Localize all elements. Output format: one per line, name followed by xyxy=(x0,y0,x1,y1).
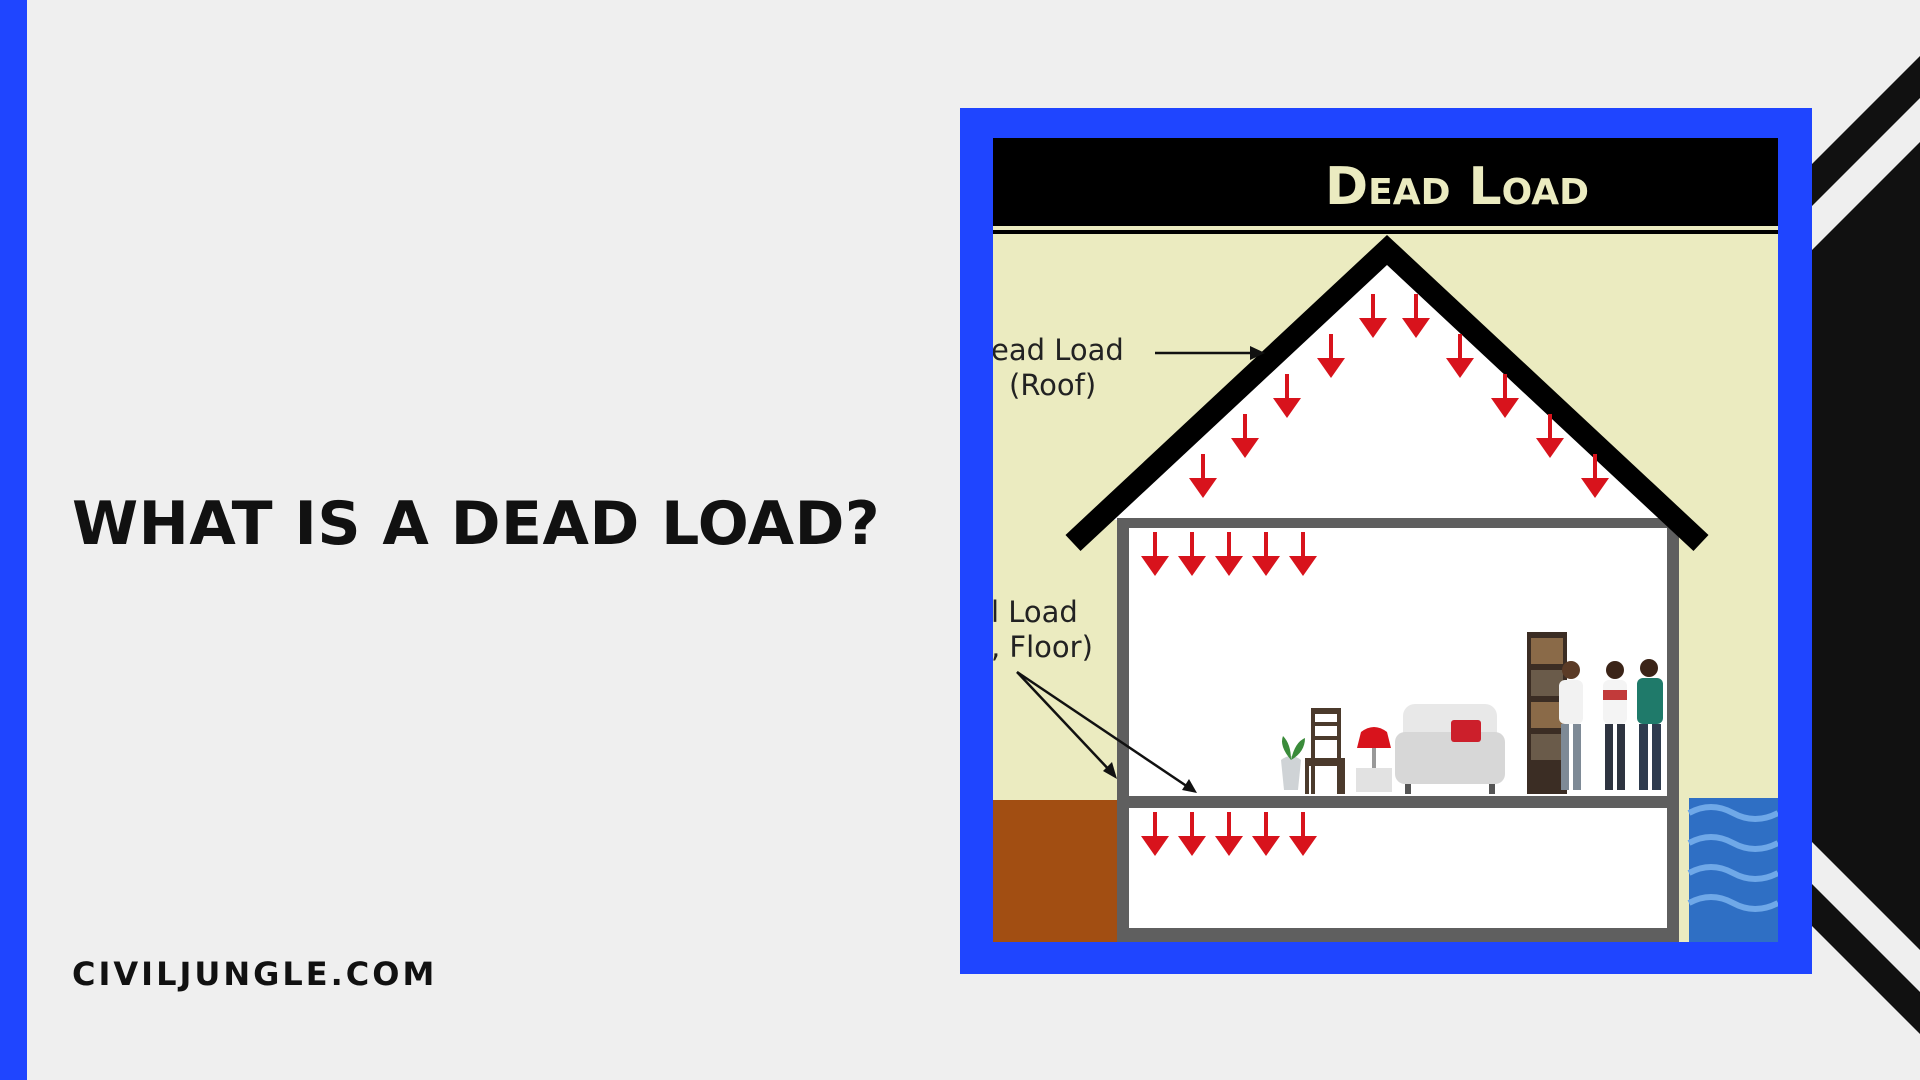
diagonal-stripes-decoration xyxy=(1790,56,1920,1034)
heading-word-dead: Dead xyxy=(1325,157,1451,217)
lamp-icon xyxy=(1356,727,1392,792)
dead-load-illustration: Dead Load xyxy=(993,138,1778,942)
illustration-heading: Dead Load xyxy=(1325,157,1589,217)
chair-icon xyxy=(1305,708,1345,794)
roof-load-label-line1: ead Load xyxy=(993,333,1124,367)
sofa-icon xyxy=(1395,704,1505,794)
floor-pointer-arrows xyxy=(1016,670,1197,793)
page-title: WHAT IS A DEAD LOAD? xyxy=(72,489,881,559)
people-group xyxy=(1559,659,1663,790)
person-icon xyxy=(1559,661,1583,790)
site-name: CIVILJUNGLE.COM xyxy=(72,955,438,993)
water-icon xyxy=(1687,798,1778,942)
roof-load-label-line2: (Roof) xyxy=(1009,368,1096,402)
floor-load-label-line1: l Load xyxy=(993,595,1078,629)
floor-load-label-line2: , Floor) xyxy=(993,630,1093,664)
left-accent-bar xyxy=(0,0,27,1080)
ground xyxy=(993,800,1118,942)
heading-word-load: Load xyxy=(1469,157,1590,217)
plant-icon xyxy=(1281,736,1305,790)
house-structure xyxy=(1117,518,1679,942)
roof xyxy=(1065,234,1709,552)
person-icon xyxy=(1637,659,1663,790)
person-icon xyxy=(1603,661,1627,790)
roof-pointer-arrow xyxy=(1155,346,1265,360)
